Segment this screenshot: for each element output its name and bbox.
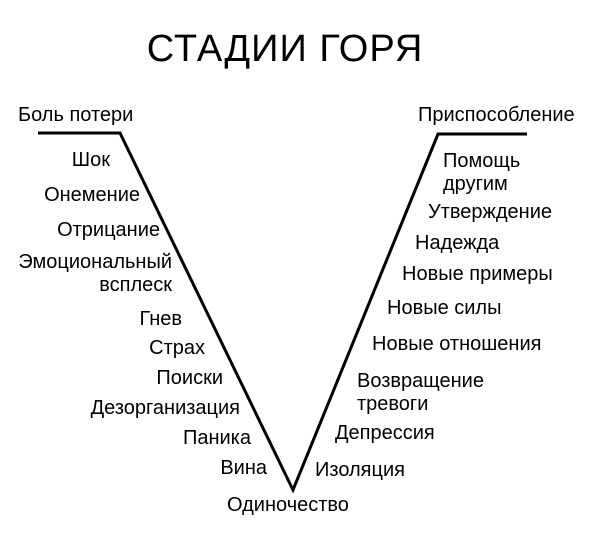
stage-denial: Отрицание bbox=[57, 219, 160, 241]
stage-emotional-outburst: Эмоциональный всплеск bbox=[18, 251, 172, 296]
page-title: СТАДИИ ГОРЯ bbox=[146, 28, 424, 70]
stage-new-relationships: Новые отношения bbox=[372, 333, 542, 355]
stage-helping-others: Помощь другим bbox=[443, 150, 521, 195]
stage-depression: Депрессия bbox=[335, 422, 435, 444]
stage-anger: Гнев bbox=[139, 308, 183, 330]
stage-new-strength: Новые силы bbox=[387, 297, 502, 319]
right-branch-header-adaptation: Приспособление bbox=[418, 104, 575, 126]
stage-numbness: Онемение bbox=[44, 184, 140, 206]
stage-guilt: Вина bbox=[220, 457, 267, 479]
stage-shock: Шок bbox=[71, 149, 110, 171]
v-curve-line bbox=[38, 131, 527, 494]
stage-searching: Поиски bbox=[156, 367, 223, 389]
stage-disorganization: Дезорганизация bbox=[90, 397, 240, 419]
stage-panic: Паника bbox=[182, 427, 251, 449]
stage-isolation: Изоляция bbox=[315, 459, 405, 481]
stage-new-examples: Новые примеры bbox=[402, 263, 553, 285]
stage-fear: Страх bbox=[149, 337, 205, 359]
left-branch-header-pain-of-loss: Боль потери bbox=[18, 104, 134, 126]
stage-return-of-anxiety: Возвращение тревоги bbox=[357, 370, 484, 415]
stage-affirmation: Утверждение bbox=[428, 201, 553, 223]
stage-loneliness: Одиночество bbox=[227, 494, 349, 516]
stage-hope: Надежда bbox=[415, 232, 500, 254]
